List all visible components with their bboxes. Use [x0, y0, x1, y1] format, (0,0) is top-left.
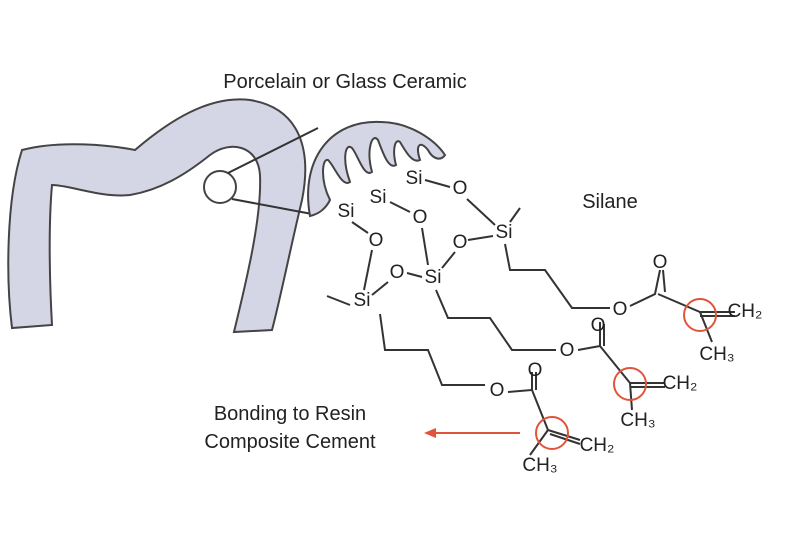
- atom-labels: Si Si Si O O O Si O Si O Si O O CH₂ CH₃ …: [338, 168, 763, 476]
- alkene-highlight-1: [683, 298, 717, 332]
- o-atom: O: [413, 207, 428, 228]
- red-arrow-icon: [424, 428, 520, 438]
- o-atom: O: [653, 252, 668, 273]
- ch2-group: CH₂: [728, 301, 763, 322]
- si-atom: Si: [425, 267, 442, 288]
- alkene-highlight-3: [535, 416, 569, 450]
- magnifier-circle: [203, 170, 237, 204]
- o-atom: O: [591, 315, 606, 336]
- ch3-group: CH₃: [620, 410, 655, 431]
- bonding-label-line1: Bonding to Resin: [214, 403, 366, 425]
- si-atom: Si: [338, 201, 355, 222]
- silane-label: Silane: [582, 191, 638, 213]
- o-atom: O: [453, 178, 468, 199]
- magnifier-line-top: [227, 127, 319, 174]
- o-atom: O: [390, 262, 405, 283]
- ch3-group: CH₃: [699, 344, 734, 365]
- ch3-group: CH₃: [522, 455, 557, 476]
- magnifier-line-bottom: [231, 198, 313, 215]
- si-atom: Si: [370, 187, 387, 208]
- o-atom: O: [613, 299, 628, 320]
- alkene-highlight-2: [613, 367, 647, 401]
- ceramic-restoration-shape: [7, 98, 307, 334]
- o-atom: O: [453, 232, 468, 253]
- o-atom: O: [369, 230, 384, 251]
- ch2-group: CH₂: [580, 435, 615, 456]
- siloxane-bonds: [326, 179, 521, 306]
- si-atom: Si: [496, 222, 513, 243]
- diagram-title: Porcelain or Glass Ceramic: [223, 71, 466, 93]
- o-atom: O: [490, 380, 505, 401]
- ch2-group: CH₂: [663, 373, 698, 394]
- propyl-chains: [379, 243, 735, 456]
- ceramic-surface-detail: [307, 120, 447, 218]
- o-atom: O: [528, 360, 543, 381]
- o-atom: O: [560, 340, 575, 361]
- bonding-label-line2: Composite Cement: [204, 431, 376, 453]
- si-atom: Si: [354, 290, 371, 311]
- si-atom: Si: [406, 168, 423, 189]
